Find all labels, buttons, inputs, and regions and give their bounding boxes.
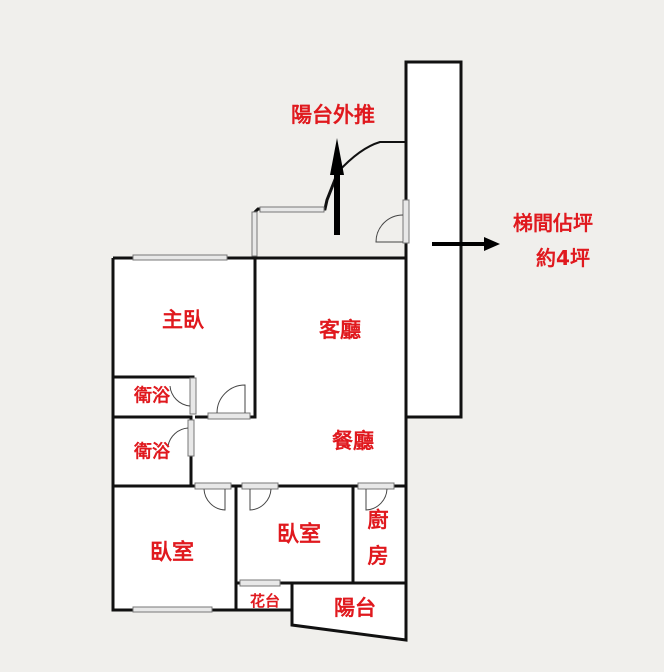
label-bathroom-2: 衛浴 [133,441,171,463]
window-flower-bed [239,579,281,587]
label-dining-room: 餐廳 [332,429,374,453]
window-bedroom [132,606,213,613]
room-fills [113,62,461,640]
label-flower-bed: 花台 [250,592,280,610]
door-stairwell [402,199,410,244]
label-stairwell-line1: 梯間佔坪 [513,211,593,235]
door-kitchen [357,482,395,490]
door-bedroom-1 [194,482,232,490]
label-kitchen-2: 房 [368,544,389,568]
label-balcony-extended: 陽台外推 [291,103,375,127]
label-kitchen-1: 廚 [368,508,389,532]
door-bathroom-2 [187,419,195,457]
label-bathroom-1: 衛浴 [133,385,171,407]
label-stairwell-line2: 約4坪 [536,246,590,270]
stairwell [406,62,461,417]
window-master-bedroom [132,254,228,261]
window-balcony-side [251,211,258,257]
windows [132,206,325,613]
label-living-room: 客廳 [319,318,361,342]
arrow-right-icon [432,237,500,251]
walls [111,60,463,642]
arrow-up-icon [330,138,344,235]
doors [167,199,410,511]
window-balcony-front [259,206,325,213]
label-master-bedroom: 主臥 [162,308,205,332]
door-bathroom-1 [189,377,197,415]
label-balcony: 陽台 [334,596,376,620]
label-bedroom-2: 臥室 [277,522,321,548]
label-bedroom-1: 臥室 [150,540,194,566]
door-bedroom-2 [241,482,279,490]
door-master-bedroom [207,412,251,420]
